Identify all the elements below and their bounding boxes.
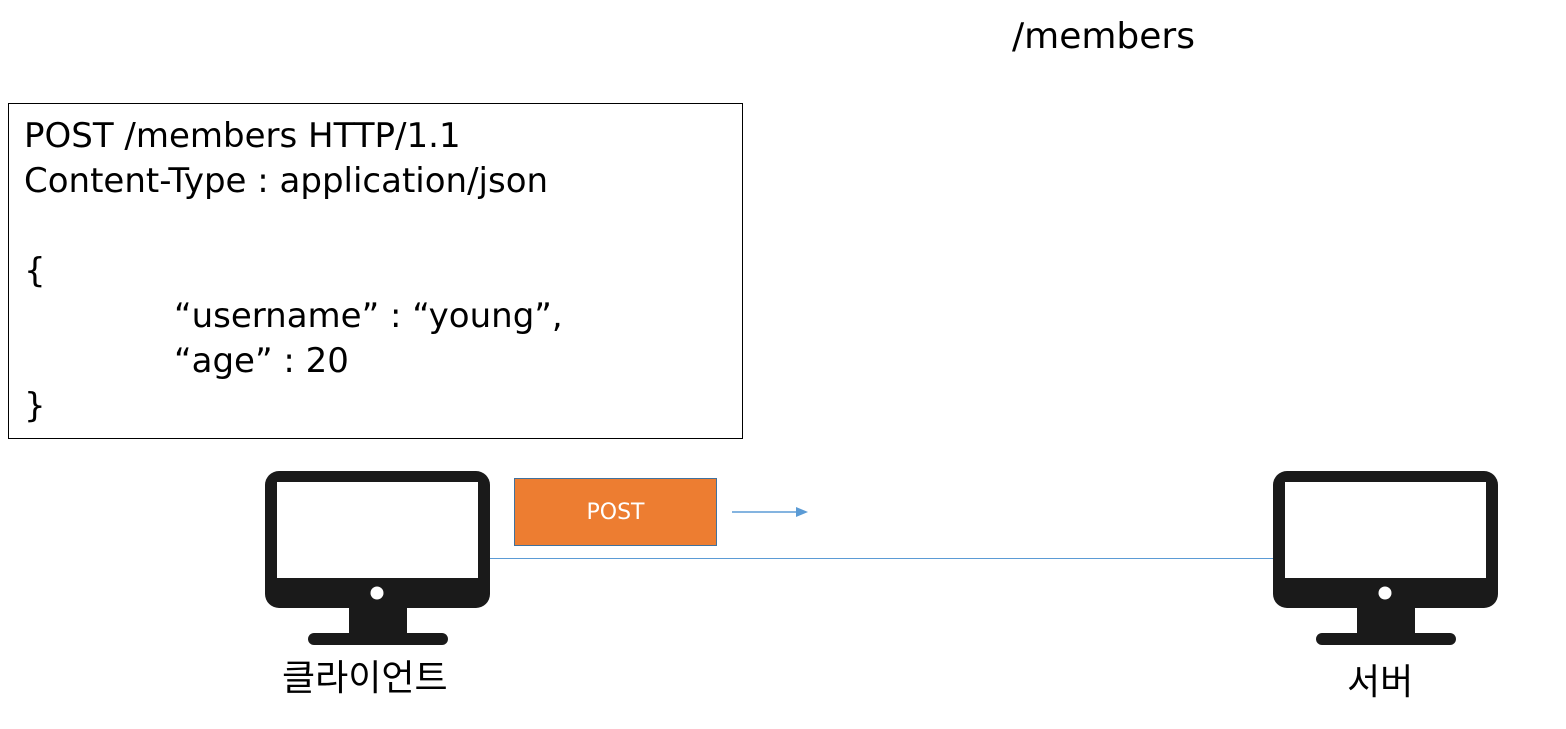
network-connection-line	[489, 558, 1275, 559]
resource-path-label: /members	[1012, 16, 1195, 57]
server-monitor-icon	[1273, 471, 1498, 645]
body-age-field: “age” : 20	[174, 341, 349, 381]
server-label: 서버	[1347, 662, 1414, 703]
body-close-brace: }	[24, 386, 46, 426]
content-type-header: Content-Type : application/json	[24, 161, 549, 201]
http-request-message: POST /members HTTP/1.1 Content-Type : ap…	[8, 103, 743, 439]
client-label: 클라이언트	[282, 658, 448, 699]
request-line: POST /members HTTP/1.1	[24, 116, 461, 156]
body-username-field: “username” : “young”,	[174, 296, 563, 336]
request-direction-arrow-icon	[732, 507, 808, 517]
post-method-badge: POST	[514, 478, 717, 546]
client-monitor-icon	[265, 471, 490, 645]
body-open-brace: {	[24, 251, 46, 291]
